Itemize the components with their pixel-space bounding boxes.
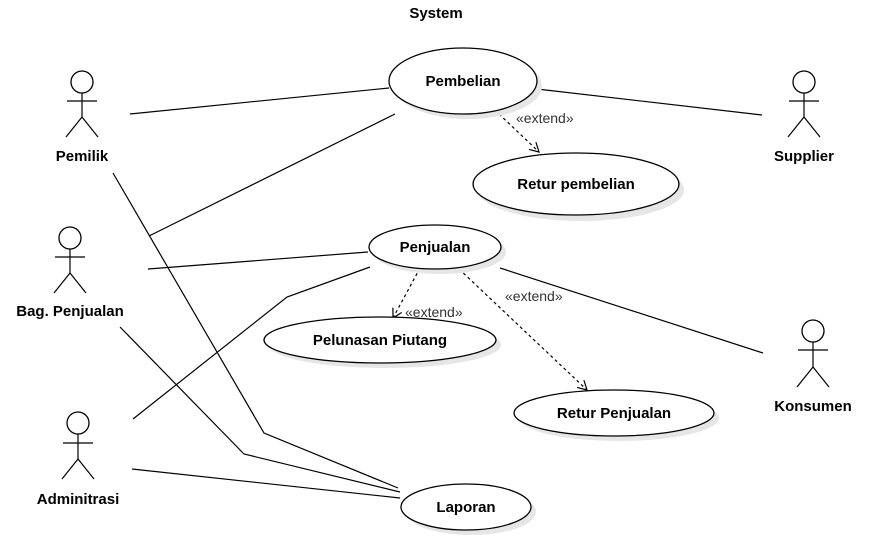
actor-bag-penjualan-figure <box>53 226 87 294</box>
actor-supplier-label: Supplier <box>774 148 834 165</box>
actor-supplier[interactable]: Supplier <box>774 70 834 165</box>
extend-arrow-retur-penjualan <box>458 268 588 391</box>
actor-bag-penjualan-label: Bag. Penjualan <box>16 303 124 320</box>
diagram-title: System <box>409 5 462 22</box>
associations <box>112 87 764 499</box>
actor-bag-penjualan[interactable]: Bag. Penjualan <box>16 226 124 320</box>
extend-label-pelunasan-piutang: «extend» <box>405 304 463 320</box>
extend-relations: «extend» «extend» «extend» <box>392 110 588 391</box>
use-case-pelunasan-piutang[interactable]: Pelunasan Piutang <box>263 316 501 368</box>
actor-adminitrasi-label: Adminitrasi <box>37 491 120 508</box>
assoc-pemilik-pembelian <box>129 87 390 115</box>
extend-label-retur-pembelian: «extend» <box>516 110 574 126</box>
actor-konsumen[interactable]: Konsumen <box>774 319 852 415</box>
use-case-penjualan[interactable]: Penjualan <box>368 224 506 274</box>
use-case-laporan-label: Laporan <box>436 499 495 516</box>
assoc-bagpenjualan-penjualan <box>147 251 369 270</box>
use-case-retur-penjualan-label: Retur Penjualan <box>557 405 671 422</box>
assoc-bagpenjualan-pembelian <box>148 113 396 237</box>
actor-pemilik-label: Pemilik <box>56 148 109 165</box>
assoc-pembelian-supplier <box>536 88 763 116</box>
use-case-retur-penjualan[interactable]: Retur Penjualan <box>513 389 719 441</box>
use-case-penjualan-label: Penjualan <box>400 239 471 256</box>
actor-adminitrasi[interactable]: Adminitrasi <box>37 411 120 508</box>
actor-konsumen-figure <box>796 319 830 388</box>
assoc-adminitrasi-penjualan <box>132 266 371 420</box>
actor-pemilik[interactable]: Pemilik <box>56 70 109 165</box>
use-case-laporan[interactable]: Laporan <box>400 483 536 535</box>
actor-pemilik-figure <box>65 70 99 138</box>
use-case-retur-pembelian-label: Retur pembelian <box>517 176 635 193</box>
use-case-retur-pembelian[interactable]: Retur pembelian <box>472 152 684 221</box>
assoc-adminitrasi-laporan <box>131 468 401 499</box>
use-case-pembelian-label: Pembelian <box>425 73 500 90</box>
actor-adminitrasi-figure <box>61 411 95 480</box>
extend-label-retur-penjualan: «extend» <box>505 288 563 304</box>
assoc-penjualan-konsumen <box>499 267 764 354</box>
assoc-pemilik-laporan <box>112 172 399 489</box>
assoc-bagpenjualan-laporan <box>119 326 401 493</box>
actor-supplier-figure <box>787 70 821 138</box>
use-case-pelunasan-piutang-label: Pelunasan Piutang <box>313 332 447 349</box>
actor-konsumen-label: Konsumen <box>774 398 852 415</box>
use-case-pembelian[interactable]: Pembelian <box>388 47 542 119</box>
